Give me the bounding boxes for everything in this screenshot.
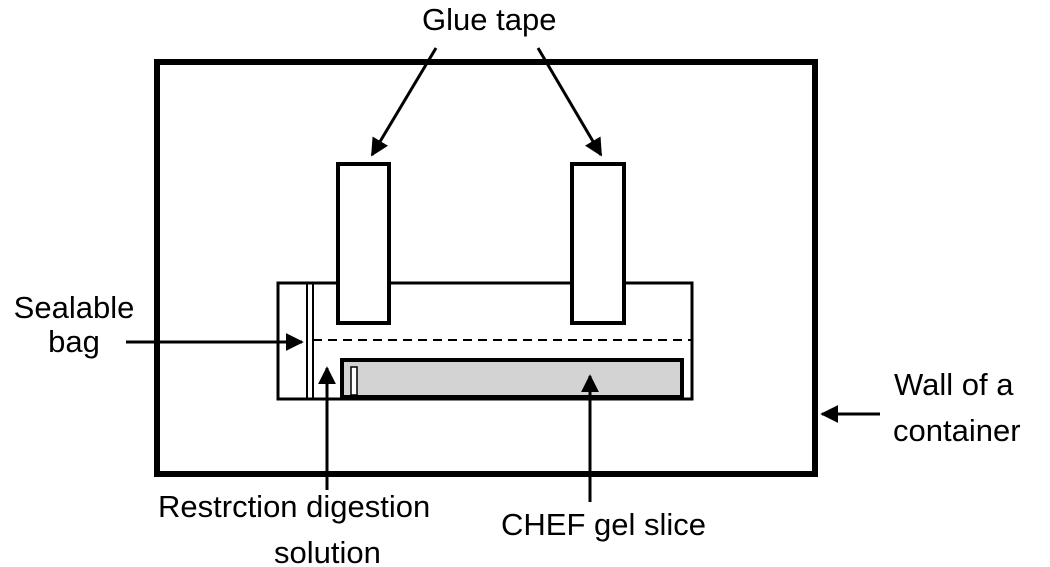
glue-tape-label: Glue tape — [422, 2, 557, 37]
chef-gel-label: CHEF gel slice — [501, 507, 706, 542]
restriction-solution-label-line1: Restrction digestion — [158, 489, 431, 524]
glue-tape-left — [336, 162, 391, 325]
restriction-solution-label-line2: solution — [274, 535, 381, 567]
arrow-glue-tape-left — [370, 47, 438, 157]
chef-gel-slice — [340, 358, 684, 399]
wall-label-line2: container — [893, 413, 1021, 448]
sealable-bag-label-line2: bag — [48, 324, 100, 359]
glue-tape-right — [570, 162, 626, 325]
sealable-bag-label-line1: Sealable — [13, 290, 135, 325]
wall-label-line1: Wall of a — [894, 367, 1014, 402]
container-wall — [154, 59, 818, 477]
arrow-glue-tape-right — [536, 47, 603, 157]
gel-well — [350, 366, 358, 396]
